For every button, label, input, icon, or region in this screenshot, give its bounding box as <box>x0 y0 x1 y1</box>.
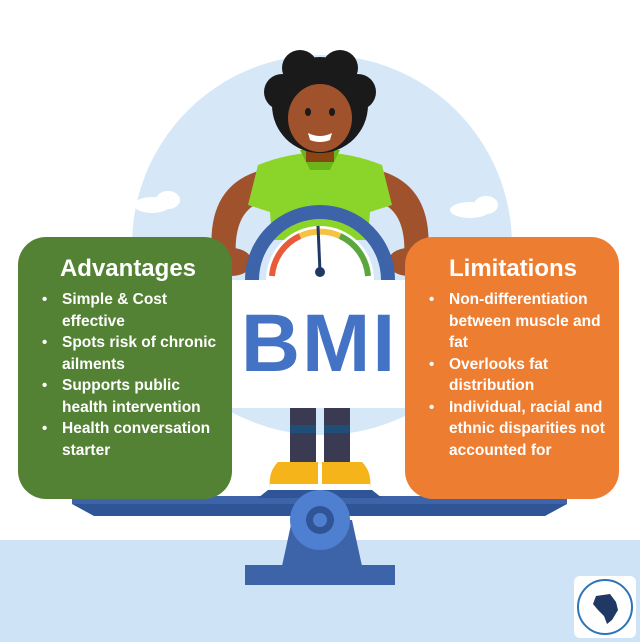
dateline-health-africa-logo <box>574 576 636 638</box>
limitation-item: Overlooks fat distribution <box>425 354 605 397</box>
limitations-list: Non-differentiation between muscle and f… <box>425 289 605 461</box>
advantage-item: Simple & Cost effective <box>38 289 218 332</box>
limitations-title: Limitations <box>448 255 577 282</box>
advantage-item: Health conversation starter <box>38 418 218 461</box>
advantage-item: Spots risk of chronic ailments <box>38 332 218 375</box>
scale-icon <box>72 490 567 585</box>
advantages-card: Advantages Simple & Cost effective Spots… <box>18 237 232 499</box>
limitation-item: Individual, racial and ethnic disparitie… <box>425 397 605 462</box>
gauge-icon <box>245 205 395 281</box>
advantages-list: Simple & Cost effective Spots risk of ch… <box>38 289 218 461</box>
bmi-label-box: BMI <box>224 280 414 408</box>
limitation-item: Non-differentiation between muscle and f… <box>425 289 605 354</box>
advantage-item: Supports public health intervention <box>38 375 218 418</box>
limitations-card: Limitations Non-differentiation between … <box>405 237 619 499</box>
bmi-label: BMI <box>240 298 398 389</box>
africa-map-icon <box>577 579 633 635</box>
advantages-title: Advantages <box>59 255 197 282</box>
